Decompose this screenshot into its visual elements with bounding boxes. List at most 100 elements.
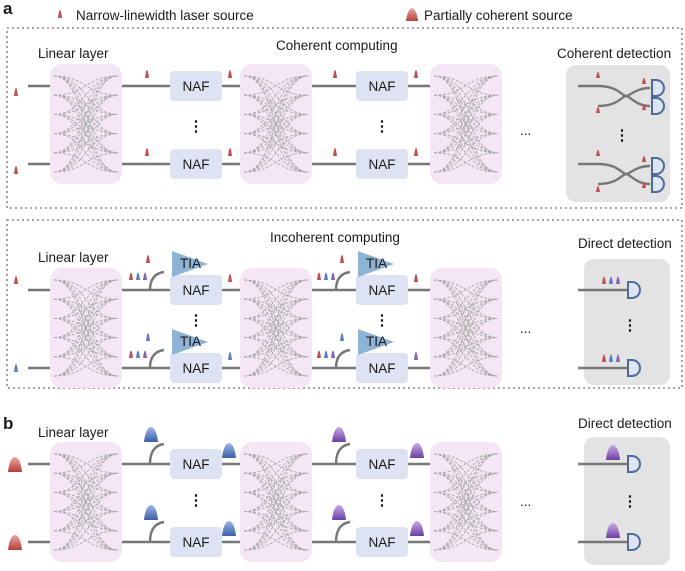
coherent-section-border: [6, 27, 683, 209]
mesh-waveguide: [243, 94, 309, 173]
mesh-waveguide: [243, 453, 309, 474]
photodiode-icon: [651, 175, 665, 193]
narrow-source-icon: [642, 104, 646, 110]
narrow-source-icon: [136, 350, 140, 358]
panel-b-letter: b: [3, 414, 13, 433]
mesh-waveguide: [243, 75, 309, 135]
incoherent-computing-title: Incoherent computing: [270, 230, 400, 245]
narrow-source-icon: [143, 272, 147, 280]
partial-source-icon: [410, 443, 424, 458]
mesh-waveguide: [433, 298, 499, 377]
partial-source-icon: [8, 457, 22, 472]
coherent-detection-label: Coherent detection: [557, 46, 671, 61]
mesh-waveguide: [53, 94, 119, 173]
tap-waveguide: [148, 348, 165, 369]
narrow-source-icon: [414, 352, 418, 360]
mesh-waveguide: [53, 94, 119, 173]
narrow-linewidth-source-icon: [58, 10, 62, 18]
vertical-ellipsis: ⋮: [375, 492, 390, 509]
tap-waveguide: [148, 270, 165, 291]
mesh-waveguide: [433, 356, 499, 377]
mesh-waveguide: [433, 279, 499, 300]
narrow-source-icon: [609, 354, 613, 362]
narrow-source-icon: [414, 70, 418, 78]
partial-source-icon: [222, 521, 236, 536]
tap-waveguide: [334, 348, 351, 369]
photodiode-icon: [651, 97, 665, 115]
linear-layer-mesh: [50, 268, 122, 388]
vertical-ellipsis: ⋮: [615, 127, 630, 144]
mesh-waveguide: [53, 356, 119, 377]
mesh-waveguide: [433, 453, 499, 551]
partial-source-icon: [332, 427, 346, 442]
mesh-waveguide: [53, 279, 119, 300]
vertical-ellipsis: ⋮: [375, 118, 390, 135]
narrow-source-icon: [333, 70, 337, 78]
partial-source-icon: [144, 427, 158, 442]
narrow-source-icon: [129, 350, 133, 358]
naf-block: [170, 71, 222, 101]
mesh-waveguide: [433, 279, 499, 377]
mesh-waveguide: [243, 279, 309, 339]
narrow-source-icon: [331, 272, 335, 280]
narrow-source-icon: [143, 350, 147, 358]
mesh-waveguide: [53, 337, 119, 377]
naf-block: [170, 527, 222, 557]
naf-block: [356, 353, 408, 383]
mesh-waveguide: [243, 453, 309, 513]
mesh-waveguide: [243, 453, 309, 551]
vertical-ellipsis: ⋮: [375, 312, 390, 329]
mesh-waveguide: [243, 152, 309, 173]
mesh-waveguide: [433, 133, 499, 173]
tia-label: TIA: [366, 256, 387, 271]
photodiode-icon: [627, 455, 641, 473]
narrow-source-icon: [616, 276, 620, 284]
mesh-waveguide: [243, 511, 309, 551]
narrow-source-icon: [331, 350, 335, 358]
mesh-waveguide: [53, 511, 119, 551]
directional-coupler: [597, 94, 651, 108]
narrow-source-icon: [596, 150, 600, 156]
naf-label: NAF: [183, 361, 210, 376]
mesh-waveguide: [243, 279, 309, 377]
tia-label: TIA: [366, 334, 387, 349]
incoherent-section-border: [6, 219, 683, 389]
mesh-waveguide: [53, 133, 119, 173]
tia-amplifier-icon: [358, 329, 394, 355]
direct-detection-box: [584, 437, 670, 565]
mesh-waveguide: [433, 75, 499, 173]
mesh-waveguide: [243, 75, 309, 96]
narrow-source-icon: [317, 272, 321, 280]
naf-label: NAF: [183, 535, 210, 550]
narrow-source-icon: [616, 354, 620, 362]
tia-amplifier-icon: [172, 251, 208, 277]
narrow-source-icon: [602, 276, 606, 284]
tia-amplifier-icon: [358, 251, 394, 277]
naf-block: [356, 449, 408, 479]
mesh-waveguide: [243, 472, 309, 551]
legend-partial-label: Partially coherent source: [424, 8, 573, 23]
vertical-ellipsis: ⋮: [189, 118, 204, 135]
directional-coupler: [597, 172, 651, 186]
mesh-waveguide: [53, 491, 119, 551]
partial-source-icon: [222, 443, 236, 458]
naf-block: [170, 149, 222, 179]
mesh-waveguide: [53, 453, 119, 551]
mesh-waveguide: [53, 453, 119, 474]
narrow-source-icon: [129, 272, 133, 280]
mesh-waveguide: [433, 94, 499, 173]
partial-source-icon: [144, 505, 158, 520]
narrow-source-icon: [14, 166, 18, 174]
coherent-computing-title: Coherent computing: [276, 38, 398, 53]
linear-layer-mesh: [240, 442, 312, 562]
linear-layer-mesh: [240, 64, 312, 184]
mesh-waveguide: [243, 279, 309, 300]
mesh-waveguide: [53, 75, 119, 96]
mesh-waveguide: [243, 472, 309, 551]
narrow-source-icon: [14, 364, 18, 372]
panel-a-letter: a: [3, 0, 13, 18]
partial-source-icon: [8, 535, 22, 550]
mesh-waveguide: [53, 279, 119, 377]
linear-layer-mesh: [50, 442, 122, 562]
naf-block: [356, 275, 408, 305]
